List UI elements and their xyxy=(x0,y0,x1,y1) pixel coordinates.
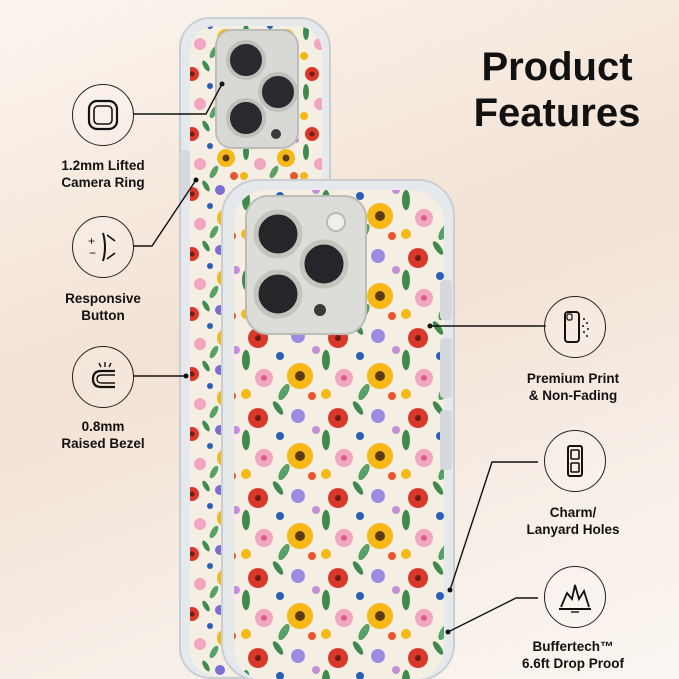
responsive-button-icon: + − xyxy=(88,232,116,262)
camera-ring-label: 1.2mm Lifted Camera Ring xyxy=(61,158,145,190)
svg-text:−: − xyxy=(89,246,96,260)
callout-dots xyxy=(183,81,453,635)
drop-proof-label: Buffertech™ 6.6ft Drop Proof xyxy=(521,639,624,671)
lanyard-holes-label: Charm/ Lanyard Holes xyxy=(526,505,620,537)
premium-print-feature-circle xyxy=(544,296,606,358)
lanyard-holes-icon xyxy=(567,445,583,477)
title-line-1: Product xyxy=(481,45,633,89)
callout-lines xyxy=(134,83,546,633)
responsive-button-feature-circle: + − xyxy=(72,216,134,278)
svg-text:+: + xyxy=(88,234,95,248)
lanyard-holes-feature-circle xyxy=(544,430,606,492)
drop-proof-feature-circle xyxy=(544,566,606,628)
drop-proof-icon xyxy=(559,584,591,613)
premium-print-label: Premium Print & Non-Fading xyxy=(526,371,620,403)
phone-front xyxy=(221,179,455,679)
raised-bezel-feature-circle xyxy=(72,346,134,408)
responsive-button-label: Responsive Button xyxy=(65,291,141,323)
page-title: Product Features xyxy=(462,44,652,136)
raised-bezel-icon xyxy=(91,362,115,389)
camera-ring-feature-circle xyxy=(72,84,134,146)
raised-bezel-label: 0.8mm Raised Bezel xyxy=(61,419,145,451)
premium-print-icon xyxy=(564,311,589,343)
title-line-2: Features xyxy=(473,91,641,135)
camera-ring-icon xyxy=(87,99,119,131)
